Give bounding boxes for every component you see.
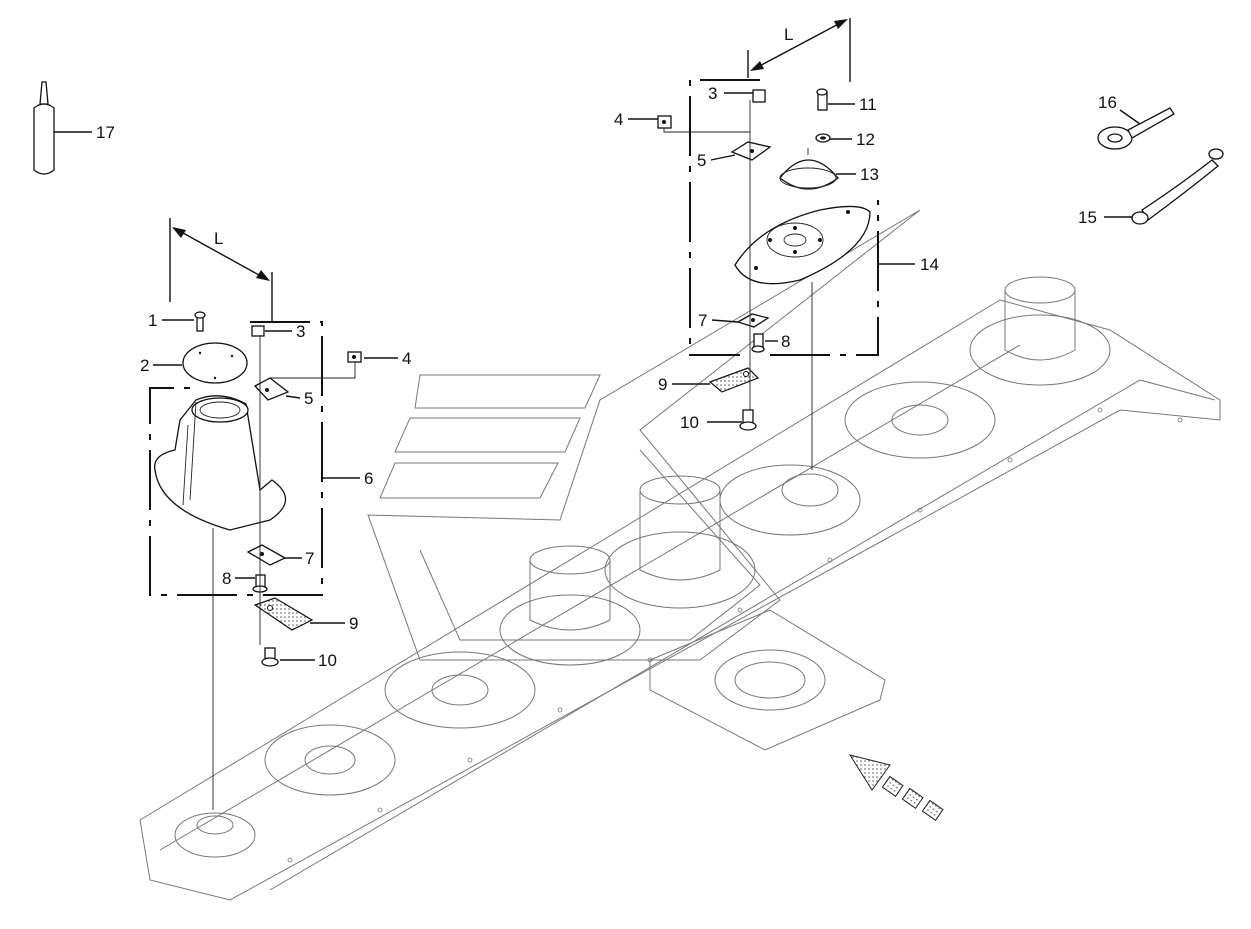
callout-14: 14: [920, 255, 939, 274]
nut: [752, 89, 766, 103]
nut: [251, 325, 265, 337]
bar-disc: [714, 649, 826, 711]
callout-15: 15: [1078, 208, 1097, 227]
direction-arrow: [848, 754, 944, 822]
blade: [708, 367, 760, 393]
knife-bolt: [261, 647, 279, 667]
callout-17: 17: [96, 123, 115, 142]
washer: [815, 133, 831, 143]
cap: [779, 148, 839, 190]
bar-disc: [969, 276, 1111, 386]
callout-9: 9: [349, 614, 358, 633]
bolt: [816, 88, 828, 111]
callout-3: 3: [296, 322, 305, 341]
callout-5: 5: [697, 151, 706, 170]
screw: [194, 311, 206, 332]
callout-10: 10: [318, 651, 337, 670]
bolt: [751, 333, 765, 353]
cover-plate: [182, 342, 248, 384]
knife-holder: [253, 377, 290, 401]
lock-nut: [657, 115, 672, 129]
cutter-bar: [139, 276, 1221, 901]
right-dimension: L: [747, 18, 851, 82]
callout-9: 9: [658, 375, 667, 394]
bar-disc: [499, 545, 641, 666]
logo-watermark: [367, 209, 921, 661]
bar-disc: [719, 464, 861, 536]
callout-13: 13: [860, 165, 879, 184]
drum-housing: [154, 395, 287, 531]
dimension-label: L: [784, 25, 793, 44]
callout-12: 12: [856, 130, 875, 149]
callout-11: 11: [859, 95, 877, 114]
callout-3: 3: [708, 84, 717, 103]
bar-disc: [844, 381, 996, 459]
callout-6: 6: [364, 469, 373, 488]
right-bracket: [689, 79, 879, 356]
callout-7: 7: [698, 311, 707, 330]
callout-1: 1: [148, 311, 157, 330]
mower-disc: [734, 205, 871, 285]
clamp-plate: [736, 313, 770, 328]
callout-4: 4: [402, 349, 411, 368]
clamp-plate: [246, 544, 287, 566]
callout-10: 10: [680, 413, 699, 432]
bar-disc: [384, 651, 536, 729]
bar-disc: [174, 812, 256, 858]
knife-holder: [730, 141, 772, 161]
callout-4: 4: [614, 110, 623, 129]
callout-2: 2: [140, 356, 149, 375]
blade: [253, 597, 314, 631]
grease-tube: 17: [33, 81, 115, 175]
callout-16: 16: [1098, 93, 1117, 112]
bar-disc: [264, 724, 396, 796]
callout-8: 8: [781, 332, 790, 351]
dimension-label: L: [214, 229, 223, 248]
callout-5: 5: [304, 389, 313, 408]
lock-nut: [347, 351, 362, 363]
callout-8: 8: [222, 569, 231, 588]
left-dimension: L: [169, 218, 273, 322]
callout-7: 7: [305, 549, 314, 568]
wrench: 15: [1078, 148, 1224, 227]
knife-bolt: [739, 409, 757, 431]
left-bracket: [149, 321, 323, 596]
disc-key: 16: [1097, 93, 1175, 150]
